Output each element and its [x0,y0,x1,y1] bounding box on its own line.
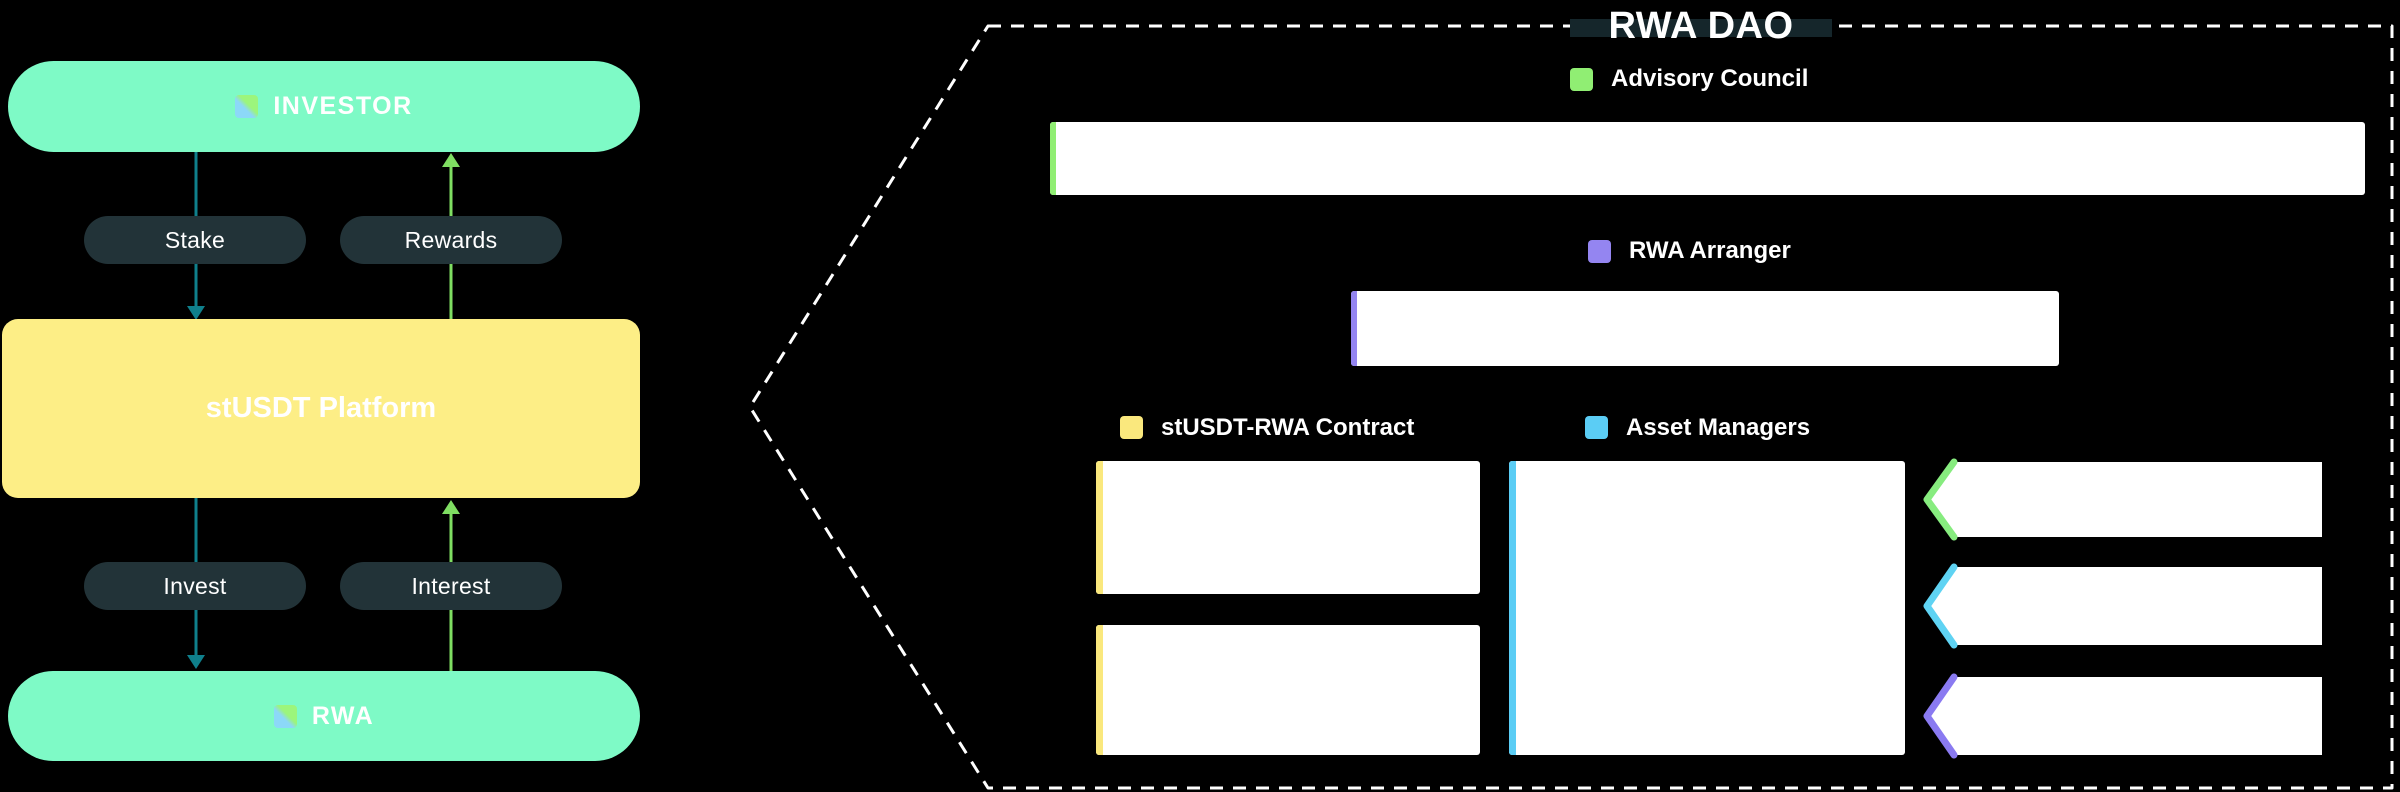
interest-tag: Interest [340,562,562,610]
dao-title: RWA DAO [1608,4,1794,47]
managers-card-accent [1509,461,1516,755]
invest-label: Invest [163,572,227,599]
contract-card-accent [1096,461,1103,594]
rwa-arranger-card [1351,291,2059,366]
stake-label: Stake [164,226,226,253]
rewards-tag: Rewards [340,216,562,264]
interest-arrowhead-icon [442,500,460,514]
invest-tag: Invest [84,562,306,610]
arranger-bullet-icon [1588,239,1611,263]
rwa-arranger-section-label: RWA Arranger [1588,237,1791,264]
platform-label: stUSDT Platform [205,392,437,424]
advisory-bullet-icon [1570,67,1593,91]
rewards-label: Rewards [404,226,498,253]
contract-card-2 [1096,625,1480,755]
banner-chevron-blue-icon [1923,563,1958,649]
arranger-label: RWA Arranger [1629,237,1791,264]
arranger-card-accent [1351,291,1357,366]
stake-arrowhead-icon [187,306,205,320]
asset-managers-card [1509,461,1905,755]
rwa-node: RWA [8,671,640,761]
stusdt-logo-icon [273,704,297,728]
dao-dashed-outline [748,24,2394,790]
contract-bullet-icon [1120,416,1143,439]
banner-card-2 [1927,567,2322,645]
banner-chevron-green-icon [1923,458,1958,541]
stusdt-logo-icon [235,95,259,118]
contract-card-accent [1096,625,1103,755]
banner-chevron-purple-icon [1923,673,1958,759]
stusdt-platform-node: stUSDT Platform [2,319,640,498]
contract-card-1 [1096,461,1480,594]
rwa-label: RWA [311,701,375,730]
dao-title-band [1570,19,1832,37]
investor-label: INVESTOR [273,92,413,120]
managers-bullet-icon [1585,416,1608,439]
asset-managers-section-label: Asset Managers [1585,414,1810,441]
advisory-council-card [1050,122,2365,195]
stake-tag: Stake [84,216,306,264]
banner-card-3 [1927,677,2322,755]
advisory-label: Advisory Council [1611,65,1809,92]
investor-node: INVESTOR [8,61,640,152]
advisory-card-accent [1050,122,1056,195]
contract-label: stUSDT-RWA Contract [1161,413,1415,441]
managers-label: Asset Managers [1626,413,1811,441]
advisory-council-section-label: Advisory Council [1570,65,1809,92]
rewards-arrowhead-icon [442,153,460,167]
banner-card-1 [1927,462,2322,537]
stusdt-rwa-contract-section-label: stUSDT-RWA Contract [1120,414,1414,441]
interest-label: Interest [411,572,491,599]
invest-arrowhead-icon [187,655,205,669]
